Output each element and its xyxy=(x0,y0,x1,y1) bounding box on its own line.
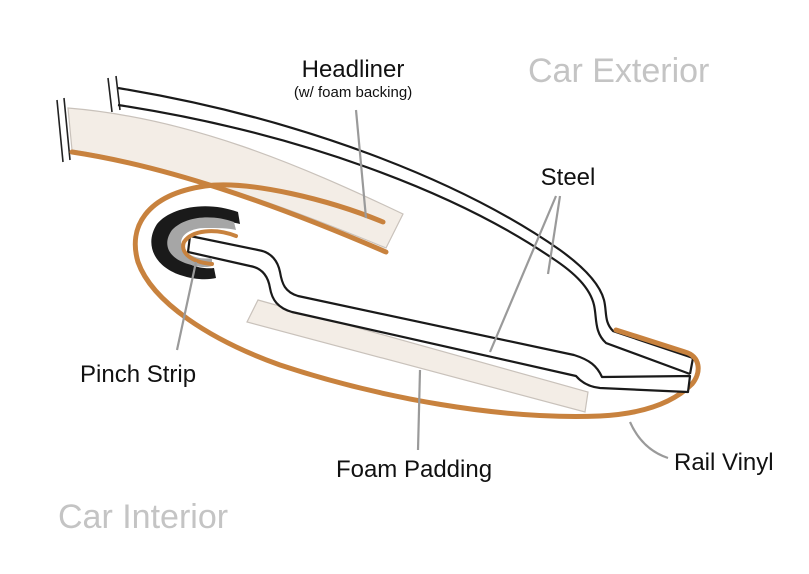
foam-padding-leader xyxy=(416,369,422,451)
steel-label: Steel xyxy=(541,164,596,191)
steel-roof-skin xyxy=(117,86,695,376)
headliner-leader xyxy=(354,109,368,219)
car-exterior-label: Car Exterior xyxy=(528,52,709,90)
steel-leader-outer xyxy=(546,195,562,275)
headliner-label: Headliner xyxy=(302,56,405,83)
headliner-note: (w/ foam backing) xyxy=(294,84,412,101)
steel-rail xyxy=(186,234,692,394)
foam-padding-label: Foam Padding xyxy=(336,456,492,483)
rail-vinyl-label: Rail Vinyl xyxy=(674,449,774,476)
pinch-strip xyxy=(151,206,240,280)
foam-padding xyxy=(246,299,589,413)
pinch-strip-label: Pinch Strip xyxy=(80,361,196,388)
rail-vinyl-leader xyxy=(628,421,669,460)
pinch-strip-leader xyxy=(175,261,198,351)
steel-leader-inner xyxy=(488,195,558,353)
headliner xyxy=(67,107,404,255)
rail-vinyl xyxy=(132,182,701,419)
leader-lines xyxy=(175,109,669,460)
car-interior-label: Car Interior xyxy=(58,498,228,536)
